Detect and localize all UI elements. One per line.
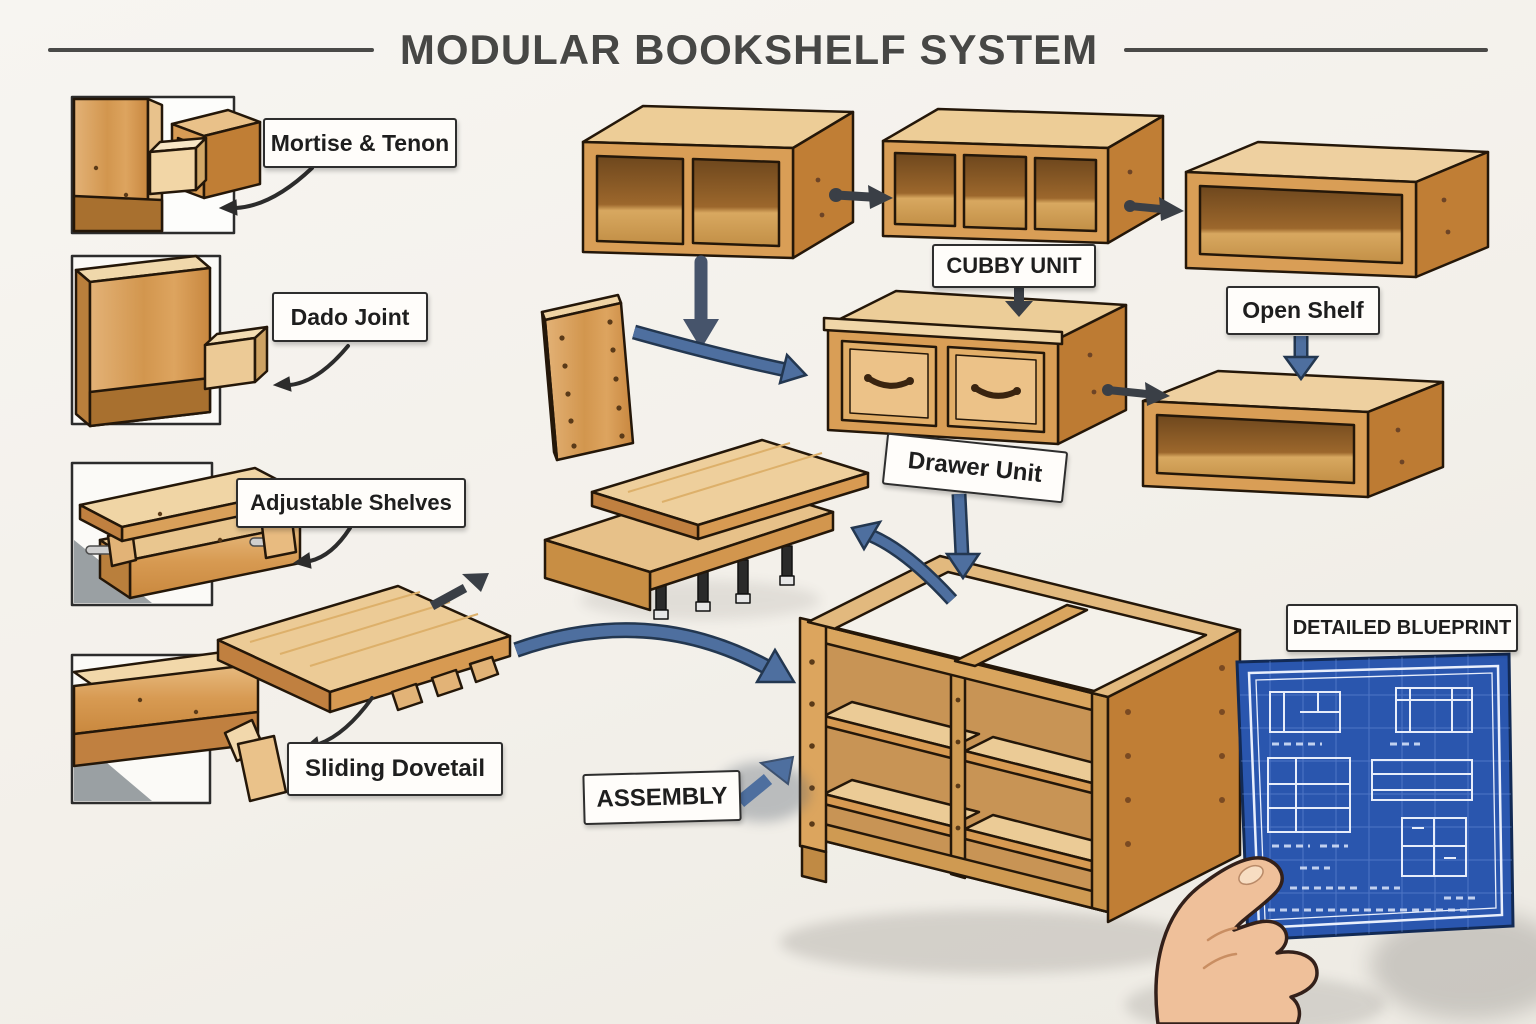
label-adjustable-shelves: Adjustable Shelves [236,478,466,528]
page-title-row: MODULAR BOOKSHELF SYSTEM [0,22,1536,78]
curved-arrow-icon [631,324,809,385]
label-cubby-unit: CUBBY UNIT [932,244,1096,288]
arrow-right-icon [829,185,893,209]
assembly-unit-illustration [798,554,1242,924]
arrow-down-icon [1282,336,1320,382]
shelf-stack-illustration [543,438,870,620]
page-title: MODULAR BOOKSHELF SYSTEM [399,26,1099,73]
arrow-down-icon [944,493,982,581]
callout-arrows [218,166,374,753]
arrow-right-icon [1124,197,1184,221]
curved-arrow-icon [513,622,797,684]
blueprint-sheet [1235,652,1515,942]
curved-arrow-icon [850,520,958,605]
shelf-legs [653,545,795,620]
arrow-down-icon [683,255,719,349]
arrow-right-icon [1102,382,1170,406]
label-mortise-tenon: Mortise & Tenon [263,118,457,168]
dark-arrows [429,185,1184,610]
title-rule-right [1124,48,1489,52]
curved-arrow-icon [272,344,350,392]
curved-arrow-icon [292,526,352,569]
mortise-tenon-illustration [70,95,262,235]
hand-holding-blueprint [1154,856,1319,1024]
label-open-shelf: Open Shelf [1226,286,1380,335]
title-rule-left [47,48,374,52]
sliding-dovetail-illustration [70,648,288,805]
blueprint-annotations [1268,742,1476,912]
label-dado-joint: Dado Joint [272,292,428,342]
arrow-up-right-icon [429,573,489,610]
drawer-unit-illustration [822,289,1128,446]
blueprint-drawings [1267,687,1473,877]
curved-arrow-icon [218,166,314,216]
arrow-down-icon [1005,288,1033,317]
label-sliding-dovetail: Sliding Dovetail [287,742,503,796]
open-shelf-top-illustration [1184,140,1490,279]
label-assembly: ASSEMBLY [582,769,742,826]
cubby-three-cell-illustration [881,107,1165,245]
dovetail-board-illustration [216,584,512,714]
side-panel-illustration [540,293,635,462]
open-shelf-lower-illustration [1141,369,1445,499]
cubby-two-cell-illustration [581,104,855,260]
label-detailed-blueprint: DETAILED BLUEPRINT [1286,604,1518,652]
dado-joint-illustration [70,254,269,428]
